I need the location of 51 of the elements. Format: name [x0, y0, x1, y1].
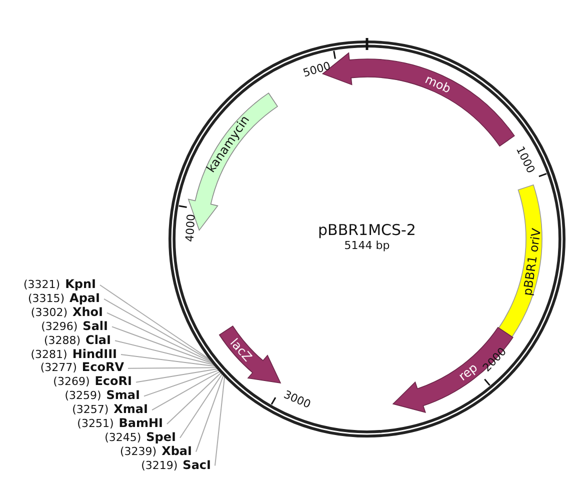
- enzyme-name: KpnI: [65, 277, 96, 291]
- site-position: (3288): [44, 334, 81, 347]
- site-position: (3277): [40, 361, 77, 374]
- enzyme-name: XmaI: [114, 402, 148, 416]
- enzyme-name: EcoRI: [94, 374, 132, 388]
- enzyme-name: SalI: [82, 318, 108, 333]
- feature-label: mob: [423, 72, 454, 96]
- tick-label: 4000: [184, 214, 198, 243]
- leader-line: [152, 371, 220, 411]
- leader-line: [120, 354, 216, 367]
- leader-line: [166, 372, 222, 424]
- site-position: (3315): [28, 292, 65, 305]
- enzyme-name: BamHI: [118, 416, 163, 430]
- leader-line: [196, 374, 224, 452]
- enzyme-name: HindIII: [72, 346, 117, 360]
- enzyme-name: ApaI: [70, 290, 100, 305]
- site-position: (3257): [72, 403, 109, 416]
- plasmid-size: 5144 bp: [344, 239, 390, 253]
- enzyme-name: XbaI: [162, 444, 192, 458]
- site-position: (3281): [30, 348, 68, 360]
- leader-line: [144, 370, 220, 397]
- leader-line: [114, 340, 215, 366]
- feature-label: rep: [456, 360, 480, 384]
- leader-line: [100, 284, 210, 360]
- leader-line: [180, 374, 223, 438]
- site-position: (3251): [77, 417, 114, 430]
- site-position: (3245): [104, 430, 142, 444]
- leader-line: [136, 368, 218, 383]
- tick-label: 3000: [282, 389, 312, 412]
- plasmid-name: pBBR1MCS-2: [318, 221, 416, 239]
- enzyme-name: SacI: [182, 458, 211, 472]
- site-position: (3269): [53, 375, 90, 388]
- site-position: (3321): [24, 278, 60, 291]
- enzyme-name: XhoI: [72, 304, 103, 319]
- site-position: (3239): [120, 444, 157, 458]
- site-position: (3219): [141, 458, 178, 472]
- site-position: (3296): [41, 320, 78, 333]
- site-position: (3302): [30, 306, 68, 319]
- enzyme-name: EcoRV: [82, 360, 124, 374]
- enzyme-name: ClaI: [86, 332, 111, 347]
- site-position: (3259): [64, 389, 102, 402]
- enzyme-name: SpeI: [146, 430, 176, 444]
- tick-label: 5000: [302, 60, 332, 80]
- enzyme-name: SmaI: [106, 388, 140, 402]
- tick-label: 1000: [512, 145, 536, 176]
- leader-line: [104, 298, 212, 362]
- leader-line: [106, 312, 212, 363]
- feature-label: pBBR1 oriV: [520, 228, 544, 297]
- leader-line: [214, 376, 226, 466]
- leader-line: [112, 326, 214, 364]
- leader-line: [128, 367, 217, 369]
